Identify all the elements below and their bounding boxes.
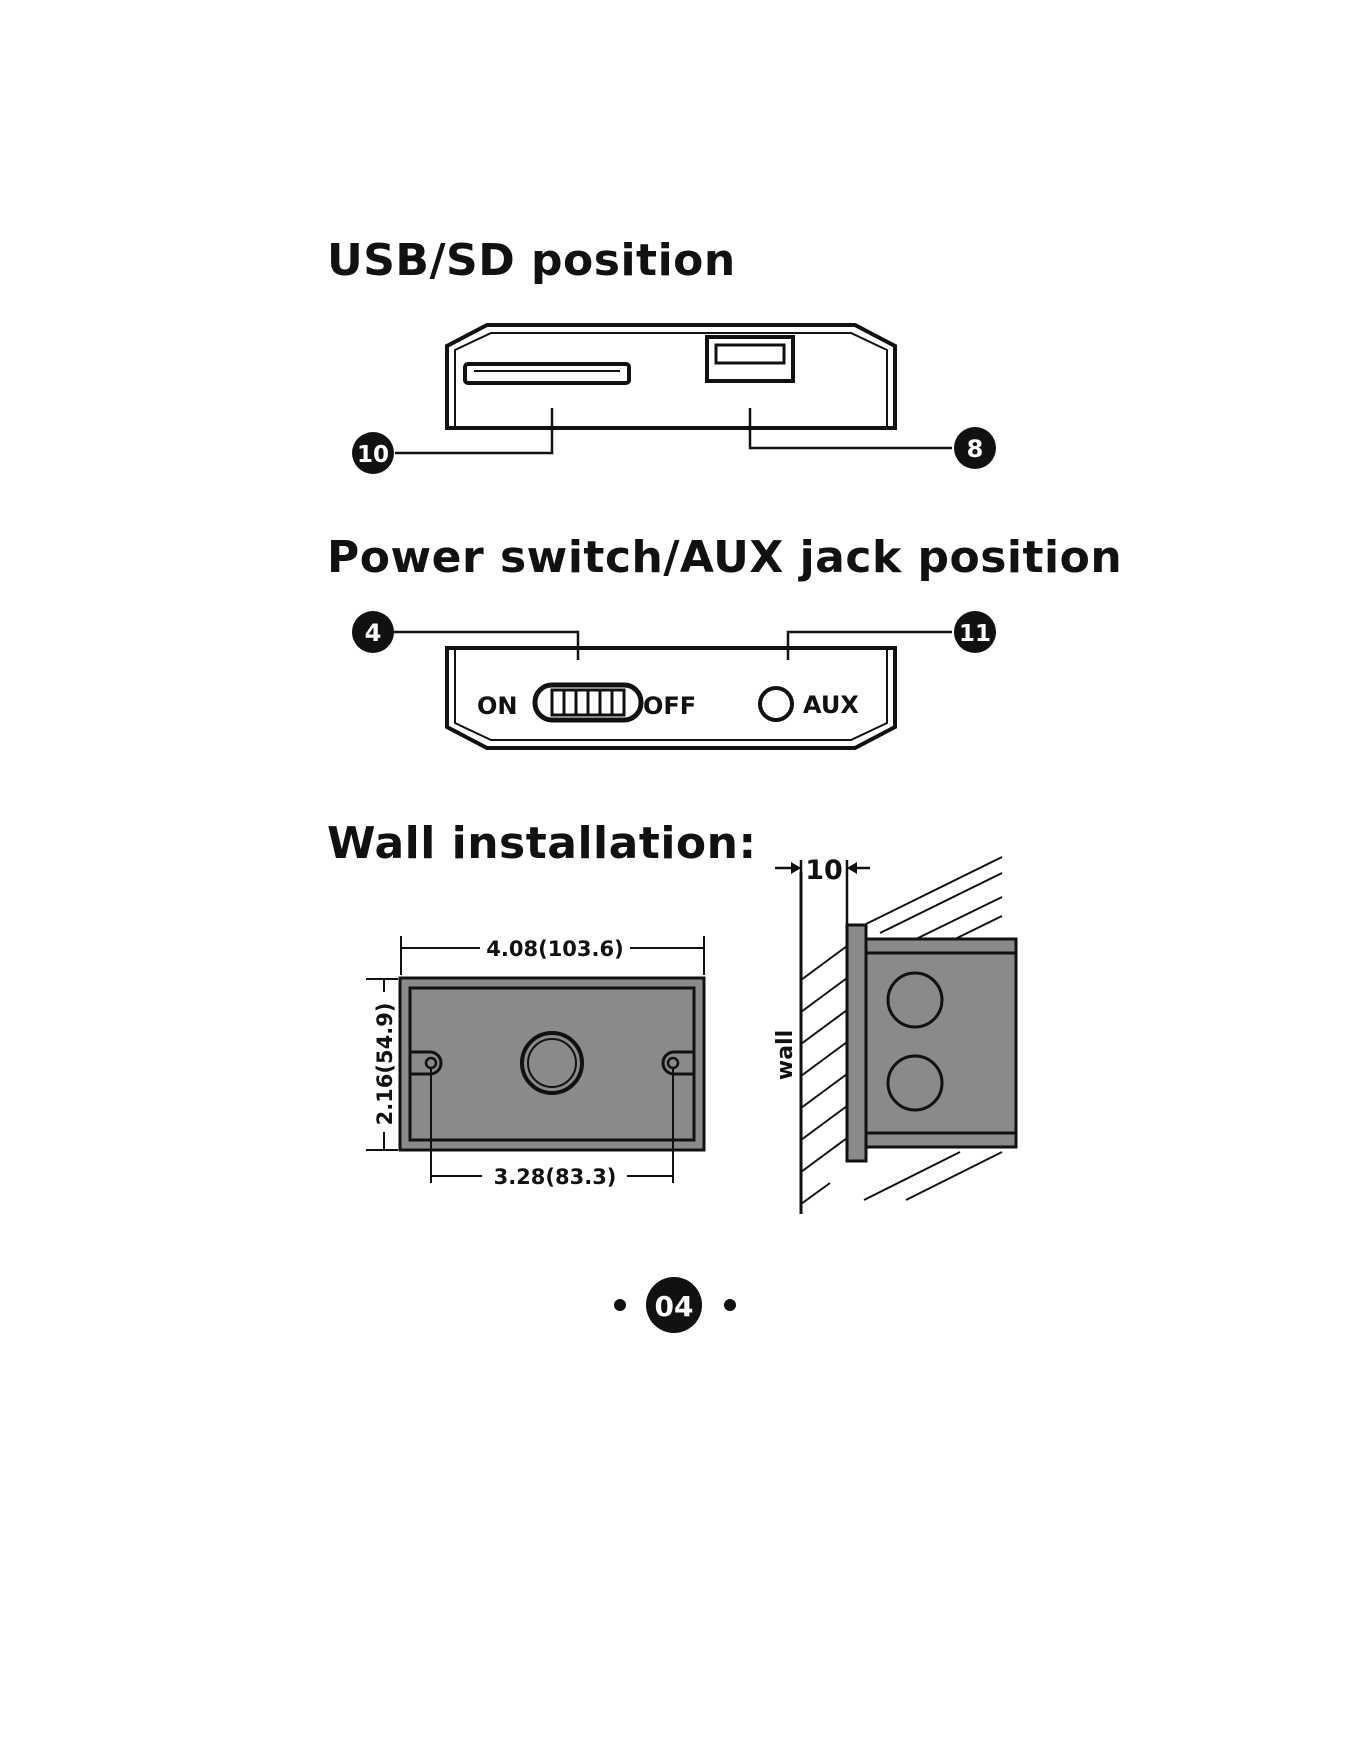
wall-label: wall xyxy=(773,1030,798,1080)
aux-jack xyxy=(760,688,792,720)
svg-text:11: 11 xyxy=(959,621,991,647)
rear-boss-upper xyxy=(888,973,942,1027)
depth-label: 10 xyxy=(805,855,843,886)
page-number: 04 xyxy=(655,1290,694,1323)
sd-card-slot xyxy=(465,364,629,383)
wall-front-view xyxy=(400,978,704,1150)
power-switch xyxy=(535,685,641,720)
width-dimension: 4.08(103.6) xyxy=(486,937,623,961)
rear-boss-lower xyxy=(888,1056,942,1110)
callout-10: 10 xyxy=(352,432,394,474)
usb-port-inner xyxy=(716,345,784,363)
wall-side-view: 10 wall xyxy=(773,855,1016,1214)
switch-on-label: ON xyxy=(477,692,518,720)
callout-8: 8 xyxy=(954,427,996,469)
mounting-flange xyxy=(847,925,866,1161)
device-top-outline xyxy=(447,325,895,428)
power-aux-diagram xyxy=(378,632,952,748)
unit-body xyxy=(866,939,1016,1147)
switch-off-label: OFF xyxy=(643,692,696,720)
footer-dot-right xyxy=(724,1299,736,1311)
aux-label: AUX xyxy=(803,691,859,719)
leader-line-sd xyxy=(395,408,552,453)
hole-spacing-dimension: 3.28(83.3) xyxy=(494,1165,617,1189)
usb-sd-diagram xyxy=(395,325,952,453)
page-number-badge: 04 xyxy=(614,1277,736,1333)
center-knob xyxy=(522,1033,582,1093)
device-inner-contour xyxy=(455,333,887,428)
footer-dot-left xyxy=(614,1299,626,1311)
height-dimension: 2.16(54.9) xyxy=(373,1003,397,1126)
svg-text:10: 10 xyxy=(357,442,389,468)
svg-text:8: 8 xyxy=(967,435,984,463)
svg-text:4: 4 xyxy=(365,619,382,647)
callout-11: 11 xyxy=(954,611,996,653)
callout-4: 4 xyxy=(352,611,394,653)
